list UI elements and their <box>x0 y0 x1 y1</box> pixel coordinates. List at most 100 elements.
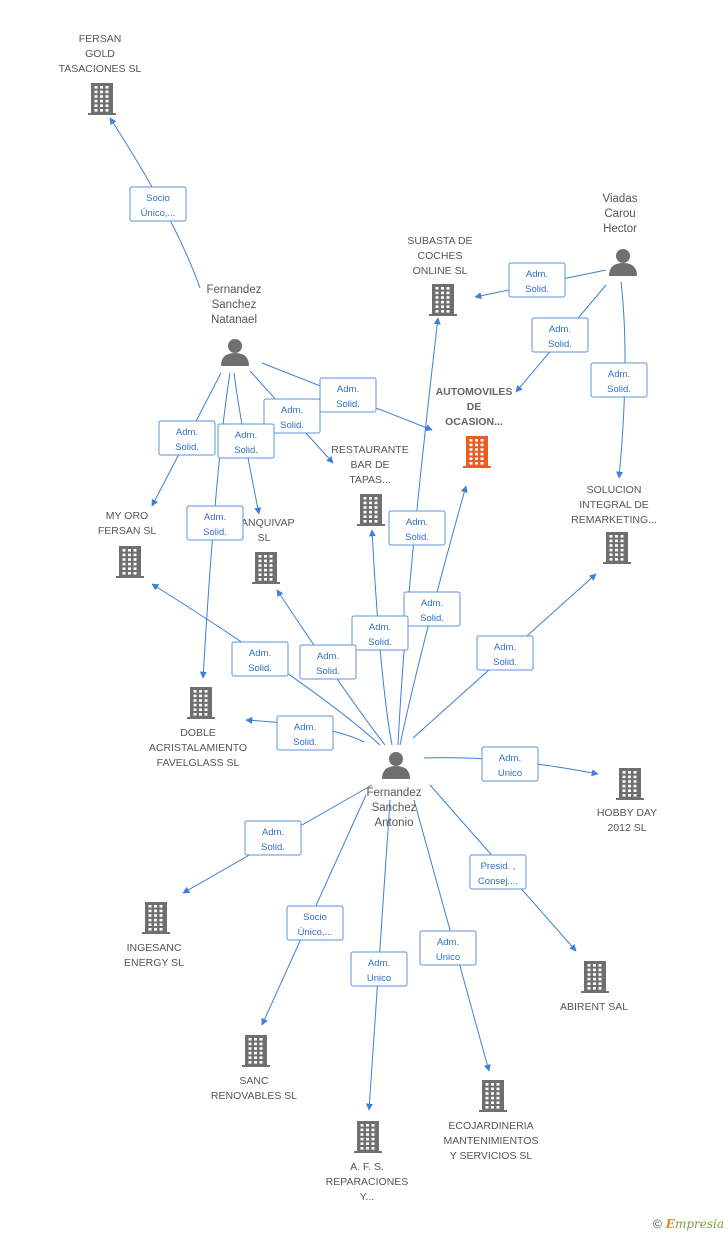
building-icon[interactable] <box>116 546 144 578</box>
edge-label-box <box>319 377 377 413</box>
edge-label-box <box>286 905 344 941</box>
edge-label-antonio-to-my_oro[interactable]: Adm.Solid. <box>231 641 289 677</box>
node-label: A. F. S. <box>350 1161 384 1173</box>
node-label: DE <box>467 401 482 413</box>
edge-label-box <box>481 746 539 782</box>
edge-label-viadas-to-subasta[interactable]: Adm.Solid. <box>508 262 566 298</box>
node-label: Sanchez <box>212 299 257 311</box>
node-abirent[interactable]: ABIRENT SAL <box>560 961 628 1013</box>
node-label: SANC <box>239 1075 269 1087</box>
edge-label-antonio-to-doble[interactable]: Adm.Solid. <box>276 715 334 751</box>
edge-label-box <box>299 644 357 680</box>
edge-natanael-to-doble <box>199 372 231 679</box>
edge-label-antonio-to-afs[interactable]: Adm. Unico <box>350 951 408 987</box>
building-icon[interactable] <box>354 1121 382 1153</box>
edge-label-natanael-to-automoviles[interactable]: Adm.Solid. <box>319 377 377 413</box>
building-icon[interactable] <box>463 436 491 468</box>
person-icon[interactable] <box>221 339 249 366</box>
edge-label-antonio-to-ranquivap[interactable]: Adm.Solid. <box>299 644 357 680</box>
person-icon[interactable] <box>609 249 637 276</box>
edge-label-box <box>531 317 589 353</box>
edge-antonio-to-subasta <box>397 317 441 746</box>
node-label: Antonio <box>374 817 413 829</box>
edge-label-natanael-to-my_oro[interactable]: Adm.Solid. <box>158 420 216 456</box>
edge-label-natanael-to-ranquivap[interactable]: Adm.Solid. <box>217 423 275 459</box>
edge-label-box <box>469 854 527 890</box>
building-icon[interactable] <box>479 1080 507 1112</box>
node-label: 2012 SL <box>607 822 646 834</box>
edge-label-antonio-to-sanc[interactable]: SocioÚnico,... <box>286 905 344 941</box>
building-icon[interactable] <box>581 961 609 993</box>
edge-label-antonio-to-ecojardineria[interactable]: Adm.Unico <box>419 930 477 966</box>
edge-label-text: Solid. <box>261 842 285 853</box>
node-automoviles[interactable]: AUTOMOVILESDEOCASION... <box>436 386 513 468</box>
building-icon[interactable] <box>88 83 116 115</box>
edge-label-text: Consej.... <box>478 876 518 887</box>
building-icon[interactable] <box>429 284 457 316</box>
edge-antonio-to-my_oro <box>151 583 381 746</box>
edge-label-antonio-to-abirent[interactable]: Presid. , Consej.... <box>469 854 527 890</box>
edge-label-natanael-to-fersan_gold[interactable]: SocioÚnico,... <box>129 186 187 222</box>
edge-label-box <box>244 820 302 856</box>
footer-brand[interactable]: © Empresia <box>653 1217 724 1231</box>
edge-label-antonio-to-restaurante[interactable]: Adm.Solid. <box>351 615 409 651</box>
edge-label-antonio-to-hobby[interactable]: Adm.Unico <box>481 746 539 782</box>
node-label: Sanchez <box>372 802 417 814</box>
edge-label-antonio-to-subasta[interactable]: Adm.Solid. <box>388 510 446 546</box>
edge-label-text: Presid. , <box>481 861 516 872</box>
node-label: Y... <box>360 1191 374 1203</box>
edge-label-antonio-to-solucion[interactable]: Adm.Solid. <box>476 635 534 671</box>
building-icon[interactable] <box>187 687 215 719</box>
edge-label-text: Unico <box>367 973 391 984</box>
edge-label-text: Solid. <box>316 666 340 677</box>
node-label: RESTAURANTE <box>331 444 408 456</box>
node-label: Fernandez <box>207 284 262 296</box>
edge-label-antonio-to-ingesanc[interactable]: Adm. Solid. <box>244 820 302 856</box>
edge-label-text: Único,... <box>141 208 176 219</box>
building-icon[interactable] <box>142 902 170 934</box>
edge-label-text: Adm. <box>369 622 391 633</box>
person-icon[interactable] <box>382 752 410 779</box>
edge-label-viadas-to-solucion[interactable]: Adm.Solid. <box>590 362 648 398</box>
edge-label-box <box>231 641 289 677</box>
edge-label-text: Solid. <box>548 339 572 350</box>
edge-label-text: Adm. <box>337 384 359 395</box>
edge-label-text: Adm. <box>281 405 303 416</box>
building-icon[interactable] <box>252 552 280 584</box>
building-icon[interactable] <box>242 1035 270 1067</box>
edge-label-box <box>476 635 534 671</box>
edge-label-box <box>263 398 321 434</box>
edge-label-text: Adm. <box>262 827 284 838</box>
building-icon[interactable] <box>616 768 644 800</box>
edge-label-text: Adm. <box>526 269 548 280</box>
edge-label-text: Adm. <box>368 958 390 969</box>
edge-label-text: Adm. <box>406 517 428 528</box>
edge-label-text: Adm. <box>494 642 516 653</box>
node-label: Natanael <box>211 314 257 326</box>
edge-label-natanael-to-doble[interactable]: Adm.Solid. <box>186 505 244 541</box>
brand-logo: Empresia <box>665 1217 724 1231</box>
node-afs[interactable]: A. F. S.REPARACIONESY... <box>326 1121 409 1203</box>
building-icon[interactable] <box>357 494 385 526</box>
edge-label-antonio-to-automoviles[interactable]: Adm.Solid. <box>403 591 461 627</box>
edge-label-text: Adm. <box>294 722 316 733</box>
building-icon[interactable] <box>603 532 631 564</box>
edge-label-natanael-to-restaurante[interactable]: Adm.Solid. <box>263 398 321 434</box>
edge-label-text: Socio <box>146 193 170 204</box>
edge-label-viadas-to-automoviles[interactable]: Adm.Solid. <box>531 317 589 353</box>
